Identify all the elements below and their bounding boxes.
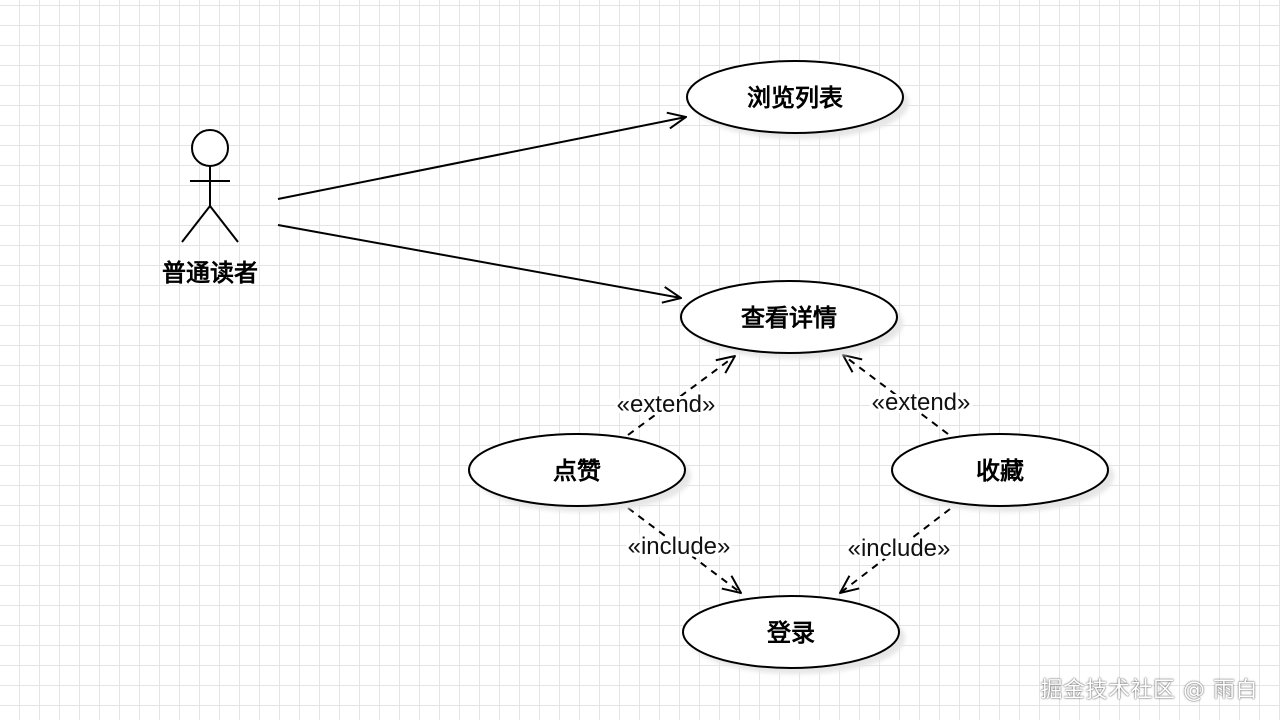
association-detail[interactable] xyxy=(277,224,681,298)
include-label-right: «include» xyxy=(848,535,951,562)
usecase-favorite[interactable]: 收藏 xyxy=(891,433,1114,512)
usecase-label: 浏览列表 xyxy=(747,84,844,112)
include-like-to-login[interactable] xyxy=(627,507,741,593)
extend-label-right: «extend» xyxy=(872,389,971,416)
actor-label: 普通读者 xyxy=(162,259,258,287)
usecase-ellipse xyxy=(468,433,686,507)
actor-left-leg xyxy=(181,205,211,243)
actor-reader[interactable]: 普通读者 xyxy=(162,129,258,287)
extend-favorite-to-detail[interactable] xyxy=(843,355,949,435)
usecase-view-detail[interactable]: 查看详情 xyxy=(680,280,903,359)
extend-like-to-detail[interactable] xyxy=(627,356,735,436)
usecase-login[interactable]: 登录 xyxy=(682,595,905,674)
usecase-label: 点赞 xyxy=(553,457,601,485)
usecase-label: 查看详情 xyxy=(741,304,837,332)
actor-right-leg xyxy=(209,205,239,243)
usecase-ellipse xyxy=(680,280,898,354)
usecase-label: 登录 xyxy=(766,619,815,647)
include-label-left: «include» xyxy=(628,533,731,560)
actor-head xyxy=(191,129,229,167)
watermark: 掘金技术社区 @ 雨白 xyxy=(1040,678,1258,703)
usecase-ellipse xyxy=(686,60,904,134)
usecase-ellipse xyxy=(682,595,900,669)
extend-label-left: «extend» xyxy=(617,391,716,418)
association-browse[interactable] xyxy=(277,117,686,200)
usecase-ellipse xyxy=(891,433,1109,507)
usecase-label: 收藏 xyxy=(976,457,1024,485)
usecase-like[interactable]: 点赞 xyxy=(468,433,691,512)
include-favorite-to-login[interactable] xyxy=(840,508,951,593)
usecase-browse-list[interactable]: 浏览列表 xyxy=(686,60,909,139)
